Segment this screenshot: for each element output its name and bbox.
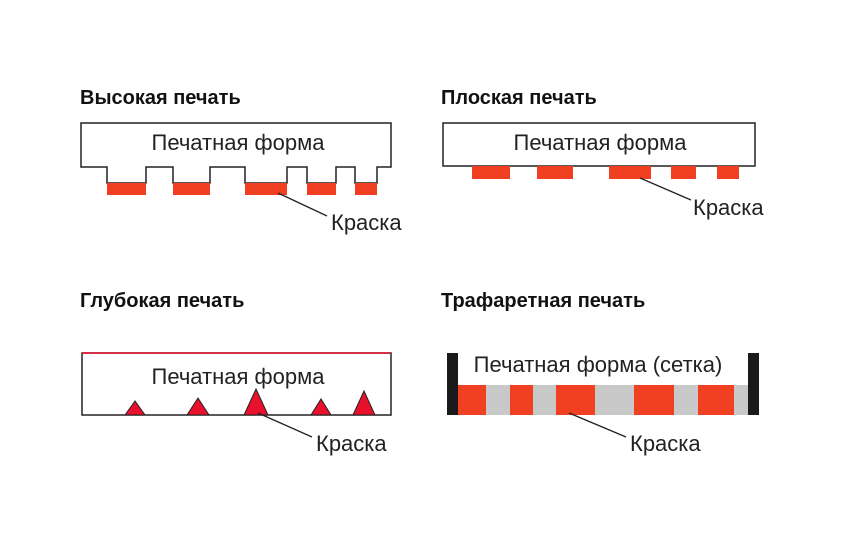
screen-ink-patch-4 bbox=[634, 385, 674, 415]
intaglio-title: Глубокая печать bbox=[80, 290, 244, 312]
intaglio-ink-cell-4 bbox=[310, 398, 332, 416]
intaglio-ink-cell-3 bbox=[243, 387, 269, 416]
intaglio-ink-cell-2 bbox=[186, 397, 210, 416]
intaglio-ink-leader-line bbox=[257, 412, 313, 438]
relief-ink-leader-line bbox=[277, 192, 328, 217]
flat-ink-patch-5 bbox=[717, 166, 739, 179]
flat-ink-label: Краска bbox=[693, 195, 764, 220]
flat-ink-patch-2 bbox=[537, 166, 573, 179]
screen-ink-leader-line bbox=[568, 412, 627, 438]
screen-form-label: Печатная форма (сетка) bbox=[474, 352, 723, 377]
flat-title: Плоская печать bbox=[441, 87, 597, 109]
screen-ink-patch-5 bbox=[698, 385, 734, 415]
panel-intaglio-printing: Глубокая печать Печатная форма Краска bbox=[80, 290, 392, 456]
intaglio-printing-form bbox=[81, 352, 392, 416]
intaglio-form-label: Печатная форма bbox=[152, 364, 326, 389]
screen-title: Трафаретная печать bbox=[441, 290, 645, 312]
flat-printing-form bbox=[442, 122, 756, 167]
intaglio-ink-cell-1 bbox=[124, 400, 146, 416]
intaglio-ink-cell-5 bbox=[352, 389, 376, 416]
panel-relief-printing: Высокая печать Печатная форма Краска bbox=[80, 87, 402, 235]
flat-ink-patch-1 bbox=[472, 166, 510, 179]
flat-ink-patch-4 bbox=[671, 166, 696, 179]
relief-ink-patch-4 bbox=[307, 183, 336, 195]
intaglio-ink-label: Краска bbox=[316, 431, 387, 456]
panel-screen-printing: Трафаретная печать Печатная форма (сетка… bbox=[441, 290, 759, 456]
screen-ink-patch-3 bbox=[556, 385, 595, 415]
relief-ink-patch-3 bbox=[245, 183, 287, 195]
screen-frame-right bbox=[748, 353, 759, 415]
panel-flat-printing: Плоская печать Печатная форма Краска bbox=[441, 87, 764, 220]
screen-ink-label: Краска bbox=[630, 431, 701, 456]
relief-title: Высокая печать bbox=[80, 87, 241, 109]
relief-form-label: Печатная форма bbox=[152, 130, 326, 155]
screen-ink-patch-1 bbox=[458, 385, 486, 415]
flat-ink-patch-3 bbox=[609, 166, 651, 179]
relief-ink-patch-2 bbox=[173, 183, 210, 195]
screen-frame-left bbox=[447, 353, 458, 415]
relief-ink-label: Краска bbox=[331, 210, 402, 235]
relief-ink-patch-5 bbox=[355, 183, 377, 195]
relief-ink-patch-1 bbox=[107, 183, 146, 195]
flat-form-label: Печатная форма bbox=[514, 130, 688, 155]
screen-ink-patch-2 bbox=[510, 385, 533, 415]
flat-ink-leader-line bbox=[639, 177, 692, 201]
